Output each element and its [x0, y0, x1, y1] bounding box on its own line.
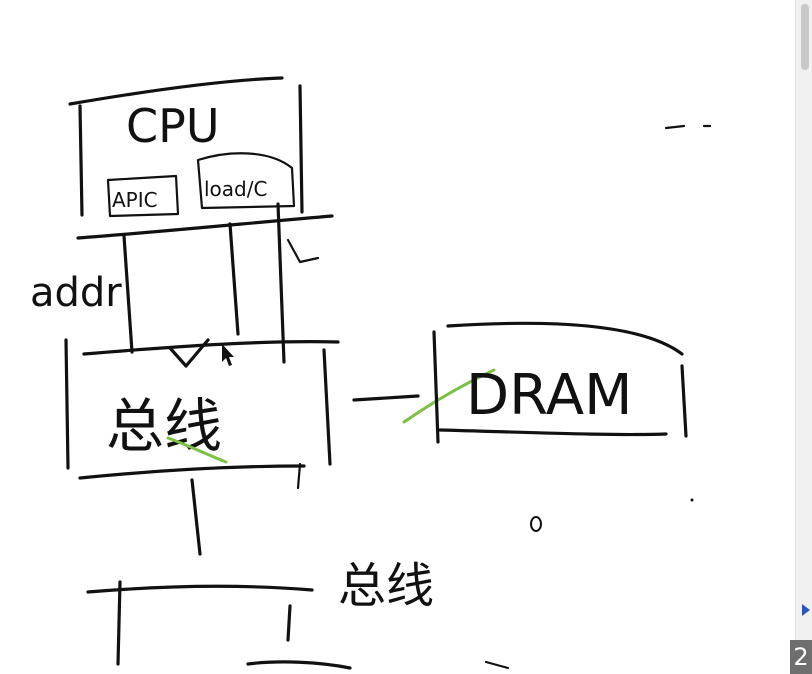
bottom-stroke [484, 660, 510, 670]
scroll-thumb[interactable] [801, 4, 809, 70]
addr-label: addr [30, 270, 122, 316]
vertical-scrollbar[interactable] [795, 0, 812, 674]
green-stroke [402, 368, 496, 424]
cpu-box: CPU APIC load/C [68, 76, 304, 218]
page-indicator: 2 [790, 640, 812, 674]
mouse-cursor-icon [222, 344, 234, 366]
apic-label: APIC [112, 188, 158, 212]
dram-link [352, 394, 420, 402]
bottom-stroke [246, 660, 352, 670]
dram-box: DRAM [432, 321, 688, 444]
stray-circle [530, 516, 542, 532]
load-label: load/C [204, 177, 267, 201]
stray-mark [664, 124, 686, 130]
stray-dot [690, 498, 694, 502]
dram-label: DRAM [466, 363, 632, 428]
chipset-box: 总线 [64, 338, 340, 490]
lower-connector [190, 478, 202, 556]
lower-bus: 总线 [86, 558, 434, 666]
cpu-label: CPU [126, 99, 220, 153]
cpu-bus-line [76, 214, 334, 240]
next-page-arrow-icon[interactable] [802, 604, 810, 616]
chipset-label: 总线 [106, 392, 222, 460]
lower-bus-label: 总线 [338, 558, 434, 614]
connectors [122, 202, 320, 364]
